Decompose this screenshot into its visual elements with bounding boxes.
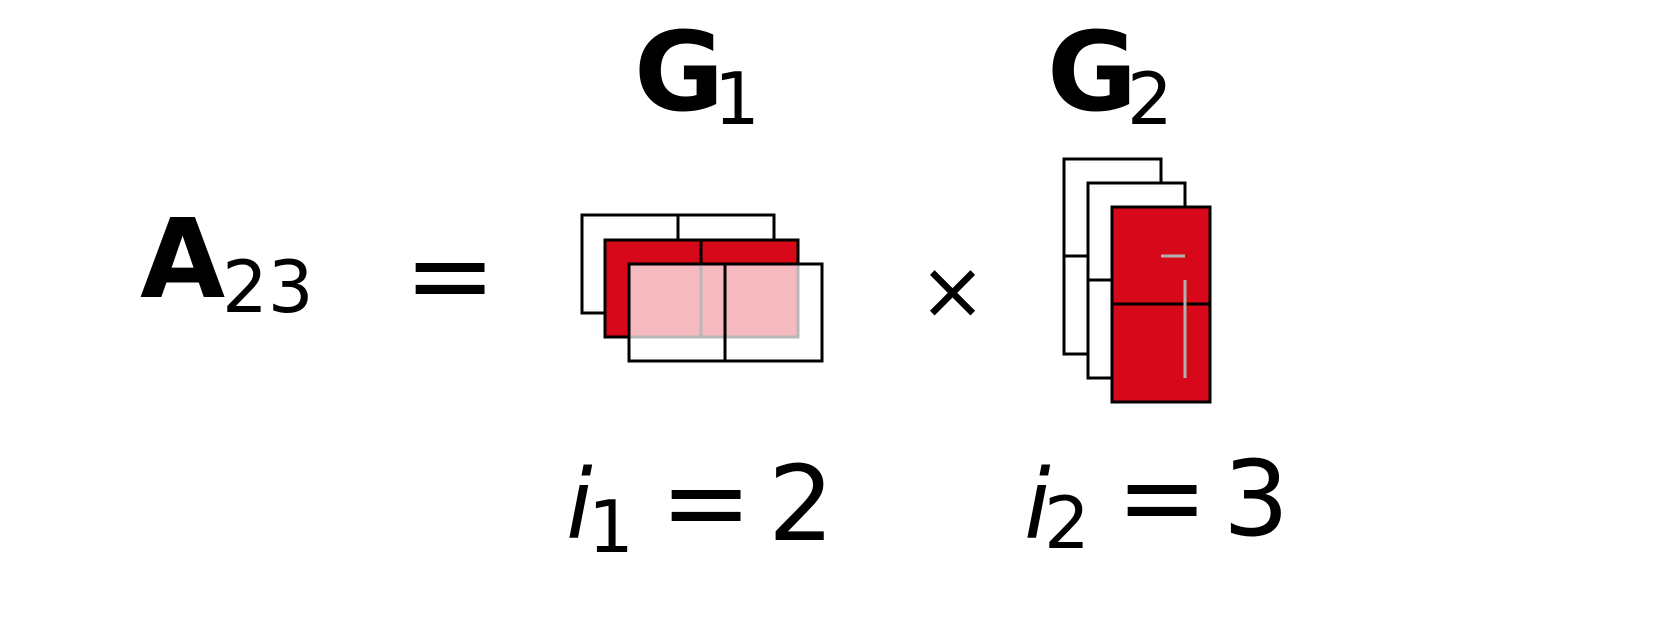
g2-label: G 2	[1047, 8, 1173, 141]
g1-label: G 1	[634, 8, 760, 141]
g1-symbol: G	[634, 8, 724, 136]
lhs-symbol: A	[140, 195, 225, 323]
g2-subscript: 2	[1127, 57, 1173, 141]
g2-index: i 2 = 3	[1024, 433, 1289, 565]
g2-symbol: G	[1047, 8, 1137, 136]
g1-index: i 1 = 2	[566, 438, 834, 569]
g1-index-value: 2	[768, 443, 834, 565]
times-sign: ×	[919, 244, 986, 337]
g1-index-eq: =	[660, 438, 752, 566]
g2-index-var: i	[1024, 449, 1051, 561]
lhs-subscript: 23	[222, 245, 314, 329]
equals-sign: =	[404, 211, 496, 339]
g1-subscript: 1	[714, 57, 760, 141]
g2-tensor	[1062, 157, 1212, 404]
g2-index-value: 3	[1223, 438, 1289, 560]
lhs-term: A 23	[140, 195, 314, 329]
g1-tensor	[580, 213, 824, 363]
g1-index-sub: 1	[588, 485, 634, 569]
g2-index-eq: =	[1116, 433, 1208, 561]
g2-index-sub: 2	[1044, 481, 1090, 565]
g1-index-var: i	[566, 449, 593, 561]
